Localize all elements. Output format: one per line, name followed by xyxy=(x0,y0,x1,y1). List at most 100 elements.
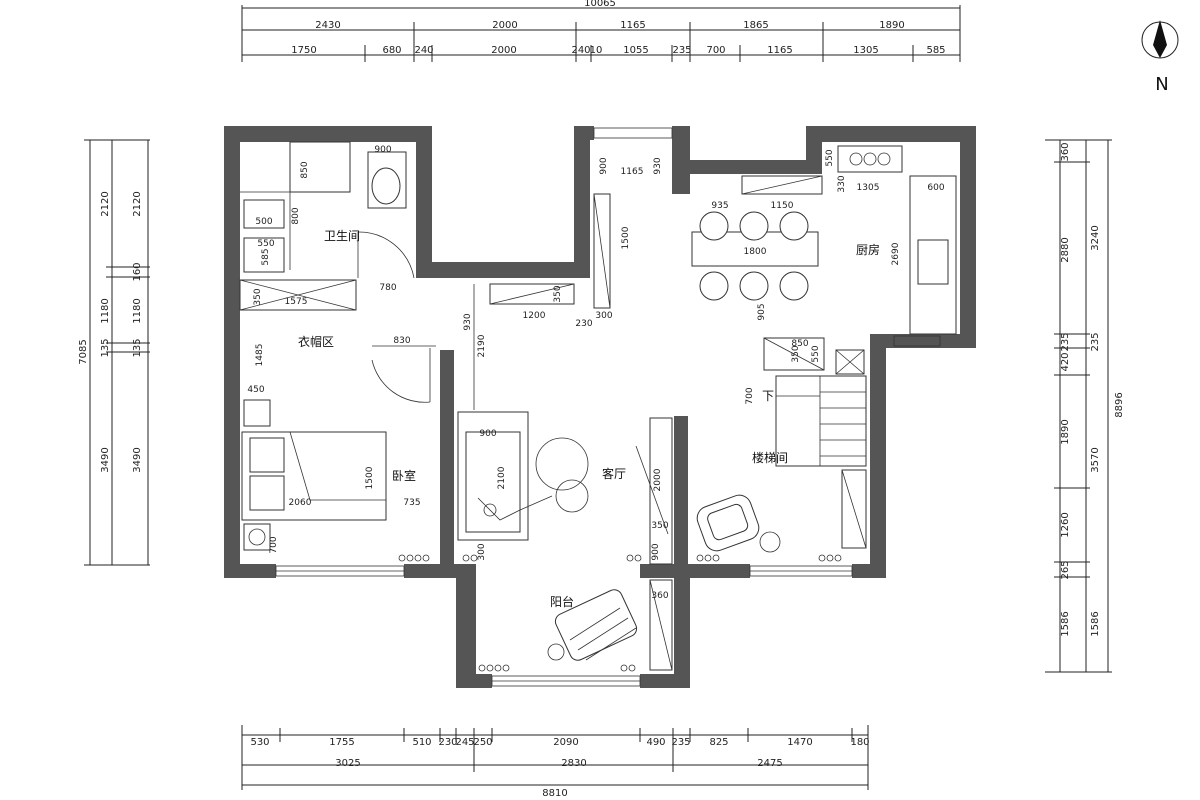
dim-right-o-0: 3240 xyxy=(1090,225,1101,250)
dim-right-i-6: 265 xyxy=(1060,560,1071,579)
dim-bot-r1-1: 1755 xyxy=(329,737,354,748)
dim-sofa-300: 300 xyxy=(477,543,487,560)
bottom-dimension-chain: 530 1755 510 230 245 250 2090 490 235 82… xyxy=(241,725,870,799)
dim-bed-700: 700 xyxy=(269,536,279,553)
dim-bot-r1-4: 245 xyxy=(455,737,474,748)
room-label-cloakroom: 衣帽区 xyxy=(298,334,334,349)
dim-top-r2-4: 240 xyxy=(571,45,590,56)
dim-cloak-780: 780 xyxy=(379,283,396,293)
dim-top-r1-2: 1165 xyxy=(620,20,645,31)
dim-tv-350: 350 xyxy=(651,521,668,531)
bathroom-fixtures: 900 850 800 500 550 585 卫生间 xyxy=(240,141,415,279)
dim-left-o-2: 135 xyxy=(100,338,111,357)
washing-machine-icon xyxy=(243,237,285,273)
dim-left-o-0: 2120 xyxy=(100,191,111,216)
washbasin-icon xyxy=(243,199,285,229)
top-dimension-chain: 10065 2430 2000 1165 1865 1890 1750 680 … xyxy=(241,0,961,62)
dim-liv-300: 300 xyxy=(595,311,612,321)
dim-bath-500: 500 xyxy=(255,217,272,227)
dim-liv-230: 230 xyxy=(575,319,592,329)
dim-bot-r1-6: 2090 xyxy=(553,737,578,748)
dim-right-i-0: 360 xyxy=(1060,142,1071,161)
dim-bed-2060: 2060 xyxy=(289,498,312,508)
dim-bath-800: 800 xyxy=(291,207,301,224)
dim-bot-r1-7: 490 xyxy=(646,737,665,748)
dim-kit-905: 905 xyxy=(757,303,767,320)
dim-cloak-830: 830 xyxy=(393,336,410,346)
dim-right-o-3: 1586 xyxy=(1090,611,1101,636)
dim-cloak-350: 350 xyxy=(253,288,263,305)
dim-bot-r1-10: 1470 xyxy=(787,737,812,748)
dim-top-r2-6: 1055 xyxy=(623,45,648,56)
room-label-living: 客厅 xyxy=(602,466,626,481)
room-label-kitchen: 厨房 xyxy=(856,242,880,257)
cloakroom-fixtures: 350 1575 780 830 1485 衣帽区 xyxy=(239,279,436,403)
dim-top-r2-11: 585 xyxy=(926,45,945,56)
dim-top-r2-5: 10 xyxy=(590,45,603,56)
dim-bot-r2-1: 2830 xyxy=(561,758,586,769)
dim-bath-850: 850 xyxy=(300,161,310,178)
dim-bot-r1-8: 235 xyxy=(671,737,690,748)
dim-left-i-1: 160 xyxy=(132,262,143,281)
dim-top-total: 10065 xyxy=(584,0,616,9)
right-dimension-chain: 360 2880 235 420 1890 1260 265 1586 3240… xyxy=(1045,139,1125,673)
dim-right-i-2: 235 xyxy=(1060,332,1071,351)
tv-cabinet-icon xyxy=(649,417,673,565)
dim-liv-2190: 2190 xyxy=(477,334,487,357)
dim-sofa-2100: 2100 xyxy=(497,466,507,489)
dim-bath-550: 550 xyxy=(257,239,274,249)
dim-kit-550: 550 xyxy=(825,149,835,166)
dim-bed-1500: 1500 xyxy=(365,466,375,489)
dim-top-r2-7: 235 xyxy=(672,45,691,56)
dim-bath-585: 585 xyxy=(261,248,271,265)
dim-cloak-1575: 1575 xyxy=(285,297,308,307)
dim-top-r2-10: 1305 xyxy=(853,45,878,56)
plant-row-icons xyxy=(398,554,842,672)
dim-right-i-5: 1260 xyxy=(1060,512,1071,537)
dim-bot-r2-0: 3025 xyxy=(335,758,360,769)
dim-right-o-2: 3570 xyxy=(1090,447,1101,472)
dim-bot-r1-2: 510 xyxy=(412,737,431,748)
dim-left-o-3: 3490 xyxy=(100,447,111,472)
north-arrow-icon: N xyxy=(1141,20,1179,95)
dim-stair-850: 850 xyxy=(791,339,808,349)
compass-label: N xyxy=(1155,74,1168,95)
room-label-bedroom: 卧室 xyxy=(392,468,416,483)
dim-kit-330: 330 xyxy=(837,175,847,192)
dim-top-r2-3: 2000 xyxy=(491,45,516,56)
dim-right-i-3: 420 xyxy=(1060,352,1071,371)
dim-top-r2-2: 240 xyxy=(414,45,433,56)
dim-corr-930: 930 xyxy=(653,157,663,174)
plant-icon xyxy=(243,523,271,551)
bedroom-fixtures: 450 2060 1500 735 卧室 700 xyxy=(241,385,421,554)
lounge-chair-icon xyxy=(554,589,638,661)
dim-right-total: 8896 xyxy=(1114,392,1125,417)
dim-liv-1200: 1200 xyxy=(523,311,546,321)
walls xyxy=(224,126,976,688)
dim-liv-930: 930 xyxy=(463,313,473,330)
dim-left-o-1: 1180 xyxy=(100,298,111,323)
dim-top-r2-0: 1750 xyxy=(291,45,316,56)
dim-right-i-7: 1586 xyxy=(1060,611,1071,636)
dim-left-i-3: 135 xyxy=(132,338,143,357)
dim-corr-900: 900 xyxy=(599,157,609,174)
stairwell-fixtures: 850 350 550 510 700 下 楼梯间 xyxy=(696,337,867,553)
stair-down-label: 下 xyxy=(762,389,774,403)
dim-tv-900: 900 xyxy=(651,543,661,560)
corridor-fixtures: 1500 900 1165 930 xyxy=(593,157,663,309)
dim-top-r1-0: 2430 xyxy=(315,20,340,31)
dim-bot-r1-11: 180 xyxy=(850,737,869,748)
room-label-stairwell: 楼梯间 xyxy=(752,450,788,465)
dim-bal-360: 360 xyxy=(651,591,668,601)
dim-bed-735: 735 xyxy=(403,498,420,508)
dim-kit-1800: 1800 xyxy=(744,247,767,257)
dim-top-r2-1: 680 xyxy=(382,45,401,56)
sink-icon xyxy=(917,239,949,285)
left-dimension-chain: 7085 2120 1180 135 3490 2120 160 1180 13… xyxy=(78,139,150,566)
dim-right-o-1: 235 xyxy=(1090,332,1101,351)
dim-cloak-1485: 1485 xyxy=(255,344,265,367)
balcony-fixtures: 阳台 360 xyxy=(547,579,673,671)
dim-kit-935: 935 xyxy=(711,201,728,211)
dim-stair-350: 350 xyxy=(791,345,801,362)
dim-top-r1-3: 1865 xyxy=(743,20,768,31)
